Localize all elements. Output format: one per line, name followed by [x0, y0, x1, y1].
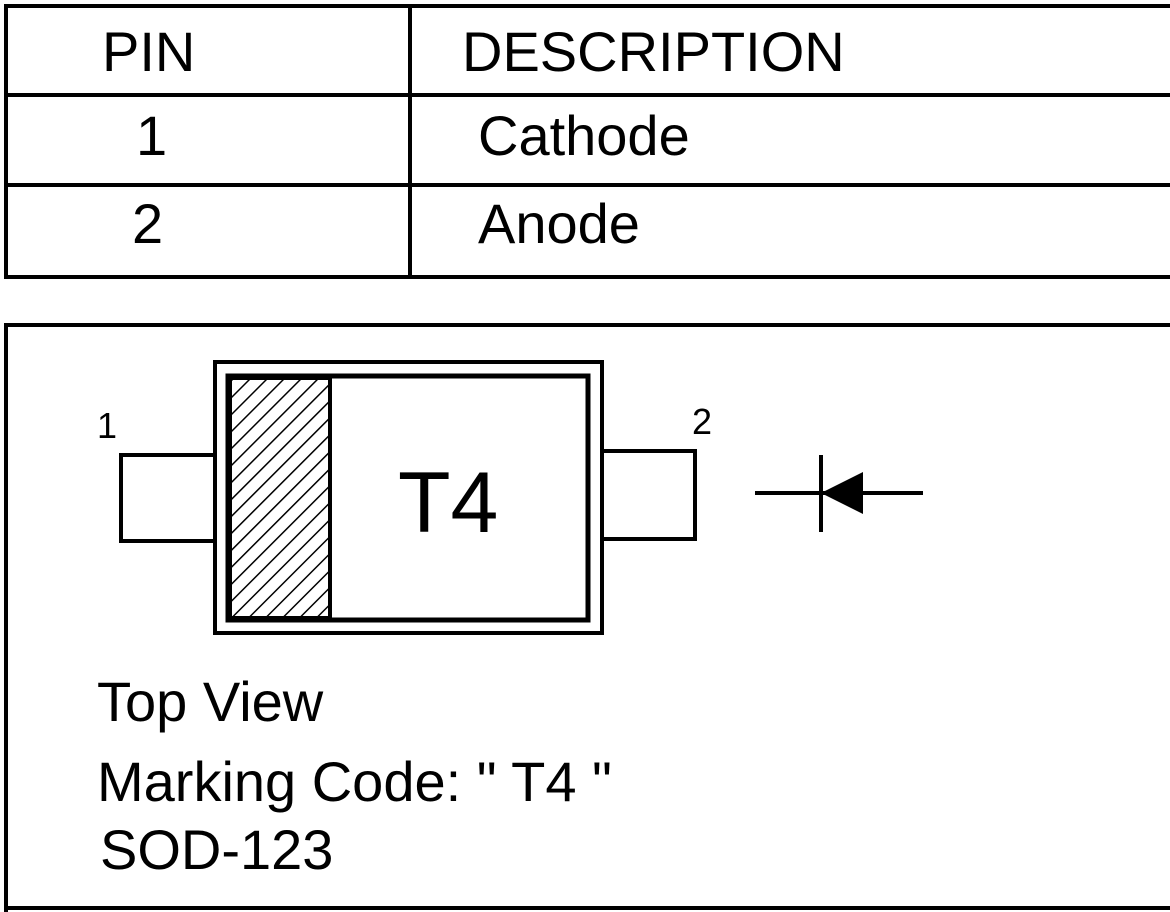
cathode-band [228, 376, 332, 620]
pin-2-label: 2 [692, 401, 713, 442]
panel-top-border [4, 323, 1170, 327]
marking-code-label: Marking Code: " T4 " [97, 750, 612, 813]
table-bottom-border [4, 275, 1170, 279]
package-name: SOD-123 [100, 818, 334, 881]
table-row-divider [4, 183, 1170, 187]
pin-1-label: 1 [97, 405, 118, 446]
pin-2-terminal [600, 449, 697, 541]
header-pin: PIN [102, 20, 196, 83]
panel-bottom-border [4, 906, 1170, 910]
table-header-divider [4, 93, 1170, 97]
marking-text: T4 [398, 455, 499, 551]
diode-symbol-icon [755, 455, 923, 532]
row-1-pin: 1 [136, 104, 168, 167]
row-2-pin: 2 [132, 192, 164, 255]
view-label: Top View [97, 670, 324, 733]
table-column-divider [408, 4, 412, 279]
panel-left-border [4, 323, 8, 912]
table-left-border [4, 4, 8, 279]
header-description: DESCRIPTION [462, 20, 845, 83]
row-1-description: Cathode [478, 104, 690, 167]
table-top-border [4, 4, 1170, 8]
pin-1-terminal [119, 453, 217, 543]
row-2-description: Anode [478, 192, 640, 255]
